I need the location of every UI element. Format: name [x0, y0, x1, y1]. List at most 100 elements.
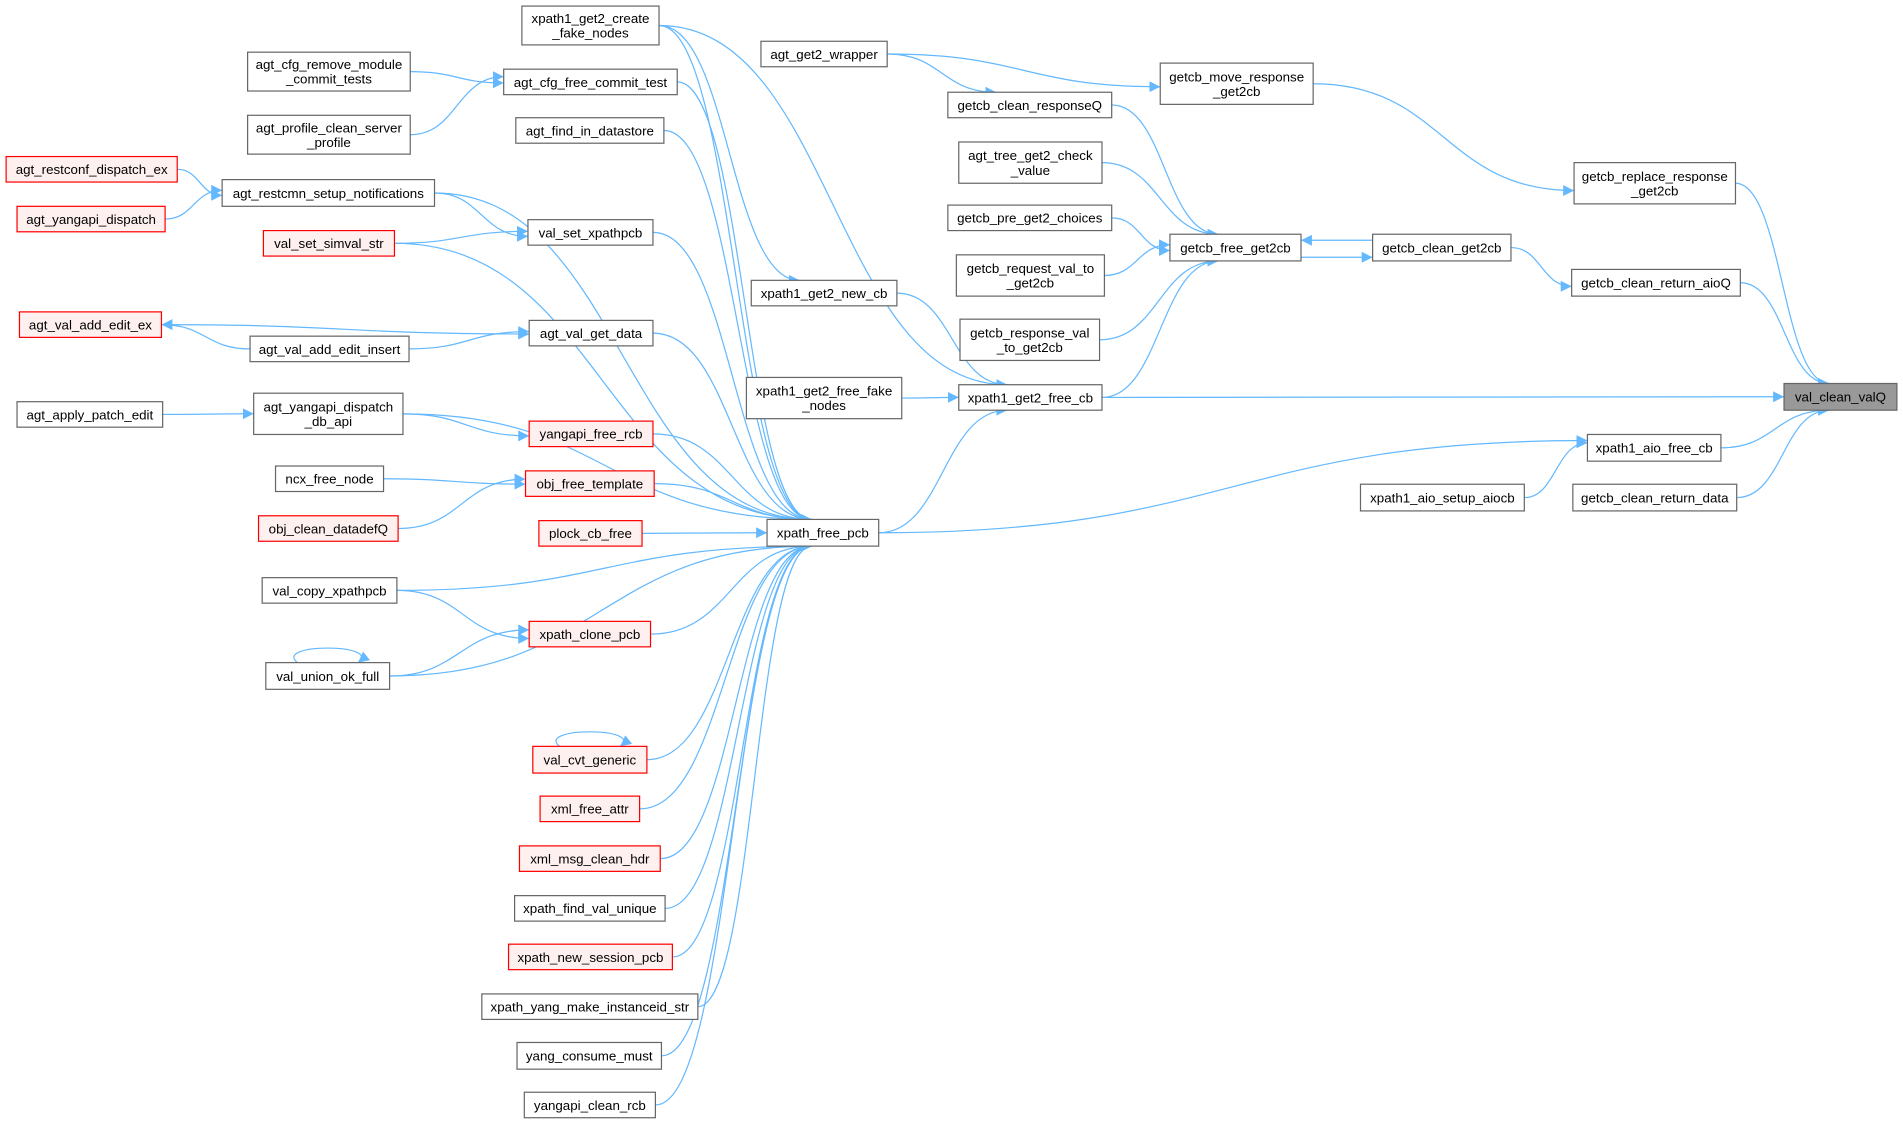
- edge-agt_yangapi_dispatch_db_api-to-xpath_free_pcb: [402, 413, 812, 525]
- edge-xpath_yang_make_instanceid_str-to-xpath_free_pcb: [697, 540, 812, 1008]
- node-label: xpath_clone_pcb: [539, 627, 640, 642]
- node-xpath1-get2-free-fake-nodes[interactable]: xpath1_get2_free_fake_nodes: [745, 376, 903, 420]
- node-label: val_set_simval_str: [274, 236, 384, 251]
- node-label: getcb_replace_response: [1582, 169, 1728, 184]
- node-box: [247, 51, 411, 92]
- node-val-set-xpathpcb[interactable]: val_set_xpathpcb: [527, 219, 654, 246]
- node-label: xpath_yang_make_instanceid_str: [491, 1000, 690, 1015]
- node-agt-cfg-free-commit-test[interactable]: agt_cfg_free_commit_test: [503, 68, 678, 96]
- node-agt-restconf-dispatch-ex[interactable]: agt_restconf_dispatch_ex: [5, 155, 178, 183]
- edge-agt_profile_clean_server_profile-to-agt_cfg_free_commit_test: [410, 71, 504, 136]
- edge-getcb_response_val_to_get2cb-to-getcb_free_get2cb: [1099, 255, 1219, 341]
- node-box: [947, 204, 1113, 232]
- node-yangapi-free-rcb[interactable]: yangapi_free_rcb: [528, 420, 654, 448]
- node-label: getcb_response_val: [970, 325, 1089, 340]
- node-plock-cb-free[interactable]: plock_cb_free: [538, 520, 643, 547]
- edge-agt_restcmn_setup_notifications-to-xpath_free_pcb: [434, 192, 812, 525]
- node-label: val_copy_xpathpcb: [272, 583, 386, 598]
- node-xpath-new-session-pcb[interactable]: xpath_new_session_pcb: [507, 943, 673, 971]
- node-getcb-move-response-get2cb[interactable]: getcb_move_response_get2cb: [1159, 62, 1314, 105]
- node-xml-msg-clean-hdr[interactable]: xml_msg_clean_hdr: [518, 845, 661, 872]
- node-box: [745, 376, 903, 420]
- node-label: yang_consume_must: [526, 1049, 653, 1064]
- node-getcb-replace-response-get2cb[interactable]: getcb_replace_response_get2cb: [1573, 162, 1737, 205]
- node-xpath-free-pcb[interactable]: xpath_free_pcb: [766, 518, 880, 547]
- node-agt-val-add-edit-ex[interactable]: agt_val_add_edit_ex: [18, 311, 163, 338]
- edge-val_set_simval_str-to-xpath_free_pcb: [394, 242, 812, 525]
- node-agt-val-add-edit-insert[interactable]: agt_val_add_edit_insert: [249, 335, 410, 363]
- edge-val_cvt_generic-to-val_cvt_generic: [555, 731, 633, 747]
- node-box: [1169, 233, 1302, 262]
- node-label: agt_cfg_remove_module: [256, 57, 403, 72]
- node-getcb-free-get2cb[interactable]: getcb_free_get2cb: [1169, 233, 1302, 262]
- node-getcb-pre-get2-choices[interactable]: getcb_pre_get2_choices: [947, 204, 1113, 232]
- node-agt-profile-clean-server-profile[interactable]: agt_profile_clean_server_profile: [247, 114, 411, 155]
- node-agt-get2-wrapper[interactable]: agt_get2_wrapper: [760, 40, 888, 68]
- edge-val_set_xpathpcb-to-xpath_free_pcb: [652, 231, 812, 525]
- node-box: [1359, 483, 1525, 512]
- node-xpath1-aio-free-cb[interactable]: xpath1_aio_free_cb: [1586, 433, 1722, 462]
- node-label: val_union_ok_full: [276, 669, 379, 684]
- node-xpath1-get2-new-cb[interactable]: xpath1_get2_new_cb: [750, 279, 898, 307]
- node-getcb-clean-return-aioQ[interactable]: getcb_clean_return_aioQ: [1571, 268, 1741, 297]
- node-obj-clean-datadefQ[interactable]: obj_clean_datadefQ: [257, 515, 399, 542]
- node-getcb-clean-return-data[interactable]: getcb_clean_return_data: [1572, 483, 1738, 512]
- node-label: agt_val_get_data: [540, 326, 643, 341]
- node-label: _get2cb: [1212, 84, 1260, 99]
- node-box: [760, 40, 888, 68]
- edge-getcb_clean_return_aioQ-to-val_clean_valQ: [1740, 282, 1830, 389]
- node-agt-yangapi-dispatch[interactable]: agt_yangapi_dispatch: [16, 205, 166, 233]
- node-box: [947, 91, 1113, 119]
- node-label: _profile: [306, 135, 351, 150]
- edge-agt_restcmn_setup_notifications-to-val_set_xpathpcb: [434, 192, 528, 242]
- node-box: [958, 384, 1103, 411]
- node-label: val_set_xpathpcb: [539, 225, 643, 240]
- node-agt-yangapi-dispatch-db-api[interactable]: agt_yangapi_dispatch_db_api: [253, 392, 404, 436]
- edge-agt_tree_get2_check_value-to-getcb_free_get2cb: [1101, 162, 1219, 240]
- node-label: xml_msg_clean_hdr: [530, 851, 650, 866]
- node-getcb-clean-responseQ[interactable]: getcb_clean_responseQ: [947, 91, 1113, 119]
- edge-agt_val_get_data-to-xpath_free_pcb: [652, 332, 812, 525]
- node-val-copy-xpathpcb[interactable]: val_copy_xpathpcb: [261, 577, 398, 604]
- node-val-set-simval-str[interactable]: val_set_simval_str: [262, 229, 396, 257]
- node-box: [515, 117, 665, 144]
- node-obj-free-template[interactable]: obj_free_template: [524, 470, 655, 497]
- node-val-cvt-generic[interactable]: val_cvt_generic: [532, 745, 648, 774]
- node-agt-restcmn-setup-notifications[interactable]: agt_restcmn_setup_notifications: [221, 179, 436, 207]
- node-xpath1-get2-create-fake-nodes[interactable]: xpath1_get2_create_fake_nodes: [521, 5, 660, 46]
- node-xpath-find-val-unique[interactable]: xpath_find_val_unique: [513, 895, 666, 922]
- node-box: [959, 318, 1101, 362]
- node-agt-cfg-remove-module-commit-tests[interactable]: agt_cfg_remove_module_commit_tests: [247, 51, 411, 92]
- node-xpath-clone-pcb[interactable]: xpath_clone_pcb: [528, 620, 652, 648]
- node-label: getcb_pre_get2_choices: [957, 211, 1103, 226]
- edge-getcb_clean_responseQ-to-getcb_free_get2cb: [1111, 104, 1219, 240]
- node-label: _to_get2cb: [996, 340, 1063, 355]
- node-box: [503, 68, 678, 96]
- node-getcb-request-val-to-get2cb[interactable]: getcb_request_val_to_get2cb: [955, 254, 1106, 297]
- node-agt-apply-patch-edit[interactable]: agt_apply_patch_edit: [16, 401, 164, 428]
- node-box: [1571, 268, 1741, 297]
- edge-val_union_ok_full-to-xpath_free_pcb: [389, 540, 812, 677]
- node-val-union-ok-full[interactable]: val_union_ok_full: [265, 662, 391, 690]
- node-xpath1-aio-setup-aiocb[interactable]: xpath1_aio_setup_aiocb: [1359, 483, 1525, 512]
- node-getcb-response-val-to-get2cb[interactable]: getcb_response_val_to_get2cb: [959, 318, 1101, 362]
- node-getcb-clean-get2cb[interactable]: getcb_clean_get2cb: [1372, 233, 1512, 262]
- node-xml-free-attr[interactable]: xml_free_attr: [539, 795, 641, 823]
- node-val-clean-valQ[interactable]: val_clean_valQ: [1783, 382, 1898, 411]
- node-yang-consume-must[interactable]: yang_consume_must: [516, 1041, 663, 1070]
- node-label: xml_free_attr: [551, 802, 629, 817]
- node-xpath-yang-make-instanceid-str[interactable]: xpath_yang_make_instanceid_str: [481, 993, 699, 1021]
- node-box: [253, 392, 404, 436]
- node-ncx-free-node[interactable]: ncx_free_node: [274, 465, 385, 493]
- node-box: [1573, 162, 1737, 205]
- node-agt-tree-get2-check-value[interactable]: agt_tree_get2_check_value: [958, 141, 1103, 184]
- node-agt-val-get-data[interactable]: agt_val_get_data: [528, 319, 654, 347]
- node-xpath1-get2-free-cb[interactable]: xpath1_get2_free_cb: [958, 384, 1103, 411]
- node-agt-find-in-datastore[interactable]: agt_find_in_datastore: [515, 117, 665, 144]
- edge-agt_cfg_remove_module_commit_tests-to-agt_cfg_free_commit_test: [410, 70, 504, 89]
- node-yangapi-clean-rcb[interactable]: yangapi_clean_rcb: [523, 1091, 656, 1119]
- edge-agt_val_add_edit_insert-to-agt_val_get_data: [409, 326, 530, 350]
- edge-val_set_simval_str-to-val_set_xpathpcb: [394, 225, 528, 244]
- node-label: agt_apply_patch_edit: [26, 407, 153, 422]
